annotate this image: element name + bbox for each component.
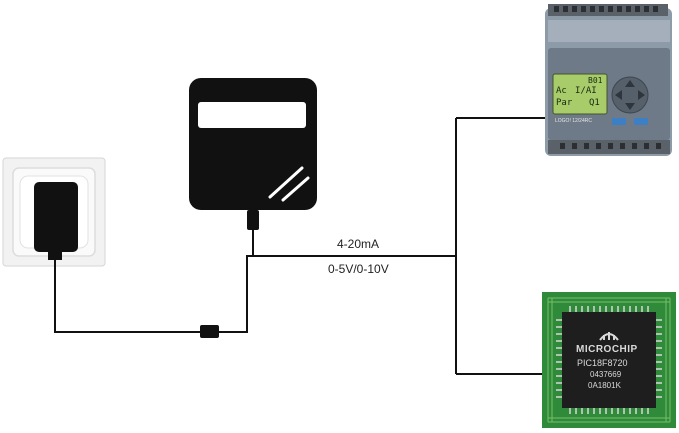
chip-part-number: PIC18F8720 — [577, 358, 628, 368]
power-wire — [54, 260, 202, 333]
plc-screen-text-iai: I/AI — [575, 86, 597, 96]
plc-screen-text-par: Par — [556, 98, 573, 108]
chip — [562, 312, 656, 408]
transmitter-display-window — [198, 102, 306, 128]
signal-voltage-label: 0-5V/0-10V — [328, 262, 389, 276]
plc-nav-pad — [611, 76, 649, 114]
wiring — [54, 117, 545, 375]
transmitter — [189, 78, 317, 230]
chip-brand: MICROCHIP — [576, 344, 638, 355]
chip-lot-code: 0437669 — [590, 370, 622, 379]
plc-logo-text: LOGO! 12/24RC — [555, 118, 592, 124]
plc-button-ok — [634, 118, 648, 125]
signal-current-label: 4-20mA — [337, 237, 380, 251]
inline-connector — [200, 325, 219, 338]
plc-screen — [552, 73, 608, 115]
plc-screen-text-ac: Ac — [556, 86, 567, 96]
plug-adapter — [34, 182, 78, 260]
microchip-logo-icon — [599, 332, 619, 341]
plc-button-esc — [612, 118, 626, 125]
plc-screen-text-q1: Q1 — [589, 98, 600, 108]
microcontroller-board — [542, 292, 676, 428]
plc-module — [545, 4, 672, 156]
transmitter-cable-gland — [247, 210, 259, 230]
power-wire-to-transmitter — [217, 230, 254, 333]
plc-screen-text-b01: B01 — [588, 76, 603, 85]
chip-date-code: 0A1801K — [588, 381, 621, 390]
